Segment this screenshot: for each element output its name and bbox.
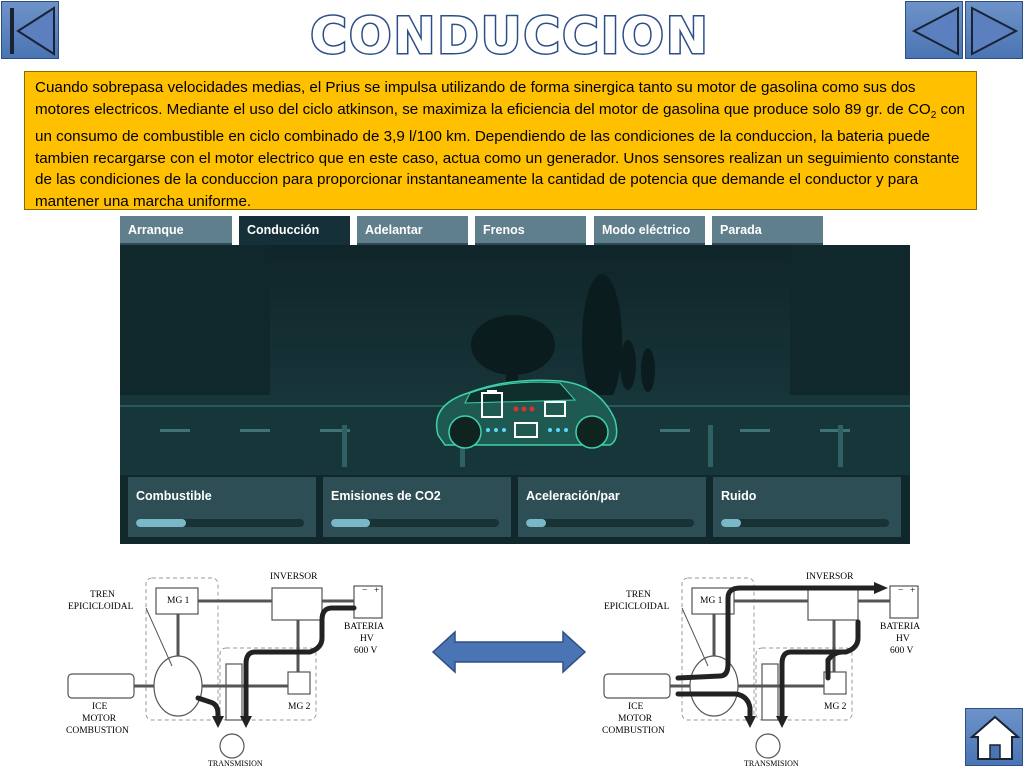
double-arrow-icon xyxy=(431,630,587,674)
next-slide-button[interactable] xyxy=(965,1,1023,59)
tab-conduccion[interactable]: Conducción xyxy=(239,216,350,245)
metric-emisiones-co2: Emisiones de CO2 xyxy=(323,477,511,537)
metric-label: Aceleración/par xyxy=(526,489,620,503)
power-flow-diagram-left: INVERSOR TREN EPICICLOIDAL MG 1 − + BATE… xyxy=(60,568,390,768)
mode-tabs: Arranque Conducción Adelantar Frenos Mod… xyxy=(120,216,910,245)
battery-minus: − xyxy=(362,586,368,596)
combustion-label: COMBUSTION xyxy=(602,726,665,736)
tab-frenos[interactable]: Frenos xyxy=(475,216,586,245)
hv-label: HV xyxy=(360,634,374,644)
hybrid-animation-panel: Arranque Conducción Adelantar Frenos Mod… xyxy=(120,216,910,544)
home-icon xyxy=(969,715,1021,760)
metric-bar-fill xyxy=(721,519,742,527)
tab-adelantar[interactable]: Adelantar xyxy=(357,216,468,245)
epicicloidal-label: EPICICLOIDAL xyxy=(68,602,134,612)
metric-ruido: Ruido xyxy=(713,477,901,537)
tren-label: TREN xyxy=(626,590,651,600)
hv-label: HV xyxy=(896,634,910,644)
tren-label: TREN xyxy=(90,590,115,600)
tab-parada[interactable]: Parada xyxy=(712,216,823,245)
co2-subscript: 2 xyxy=(930,109,937,121)
metric-label: Ruido xyxy=(721,489,757,503)
power-flow-schematic xyxy=(603,577,919,759)
ice-label: ICE xyxy=(628,702,644,712)
inversor-label: INVERSOR xyxy=(270,572,318,582)
first-slide-button[interactable] xyxy=(1,1,59,59)
metric-label: Combustible xyxy=(136,489,212,503)
battery-plus: + xyxy=(910,586,916,596)
power-flow-diagram-right: INVERSOR TREN EPICICLOIDAL MG 1 − + BATE… xyxy=(596,568,926,768)
car-scene-illustration xyxy=(120,245,910,544)
home-button[interactable] xyxy=(965,708,1023,766)
metric-bar-track xyxy=(721,519,889,527)
skip-to-first-icon xyxy=(10,6,55,56)
mg1-label: MG 1 xyxy=(167,596,190,606)
metric-bar-track xyxy=(331,519,499,527)
metric-bar-fill xyxy=(526,519,547,527)
metric-aceleracion-par: Aceleración/par xyxy=(518,477,706,537)
voltage-label: 600 V xyxy=(890,646,914,656)
triangle-right-icon xyxy=(971,6,1019,56)
tab-arranque[interactable]: Arranque xyxy=(120,216,232,245)
mg1-label: MG 1 xyxy=(700,596,723,606)
transmision-label: TRANSMISION xyxy=(744,759,799,768)
page-title: CONDUCCION xyxy=(309,6,710,67)
voltage-label: 600 V xyxy=(354,646,378,656)
motor-label: MOTOR xyxy=(618,714,653,724)
description-part-1: Cuando sobrepasa velocidades medias, el … xyxy=(35,79,931,118)
driving-scene xyxy=(120,245,910,544)
triangle-left-icon xyxy=(911,6,959,56)
mg2-label: MG 2 xyxy=(288,702,311,712)
metric-bar-fill xyxy=(136,519,187,527)
description-part-2: con un consumo de combustible en ciclo c… xyxy=(35,100,965,210)
combustion-label: COMBUSTION xyxy=(66,726,129,736)
ice-label: ICE xyxy=(92,702,108,712)
previous-slide-button[interactable] xyxy=(905,1,963,59)
battery-minus: − xyxy=(898,586,904,596)
power-flow-schematic xyxy=(67,577,383,759)
inversor-label: INVERSOR xyxy=(806,572,854,582)
metric-label: Emisiones de CO2 xyxy=(331,489,441,503)
metric-bar-fill xyxy=(331,519,370,527)
mg2-label: MG 2 xyxy=(824,702,847,712)
motor-label: MOTOR xyxy=(82,714,117,724)
description-text: Cuando sobrepasa velocidades medias, el … xyxy=(24,71,977,210)
metric-bar-track xyxy=(136,519,304,527)
epicicloidal-label: EPICICLOIDAL xyxy=(604,602,670,612)
metric-bar-track xyxy=(526,519,694,527)
transmision-label: TRANSMISION xyxy=(208,759,263,768)
tab-modo-electrico[interactable]: Modo eléctrico xyxy=(594,216,705,245)
bateria-label: BATERIA xyxy=(344,622,385,632)
bateria-label: BATERIA xyxy=(880,622,921,632)
battery-plus: + xyxy=(374,586,380,596)
metric-combustible: Combustible xyxy=(128,477,316,537)
